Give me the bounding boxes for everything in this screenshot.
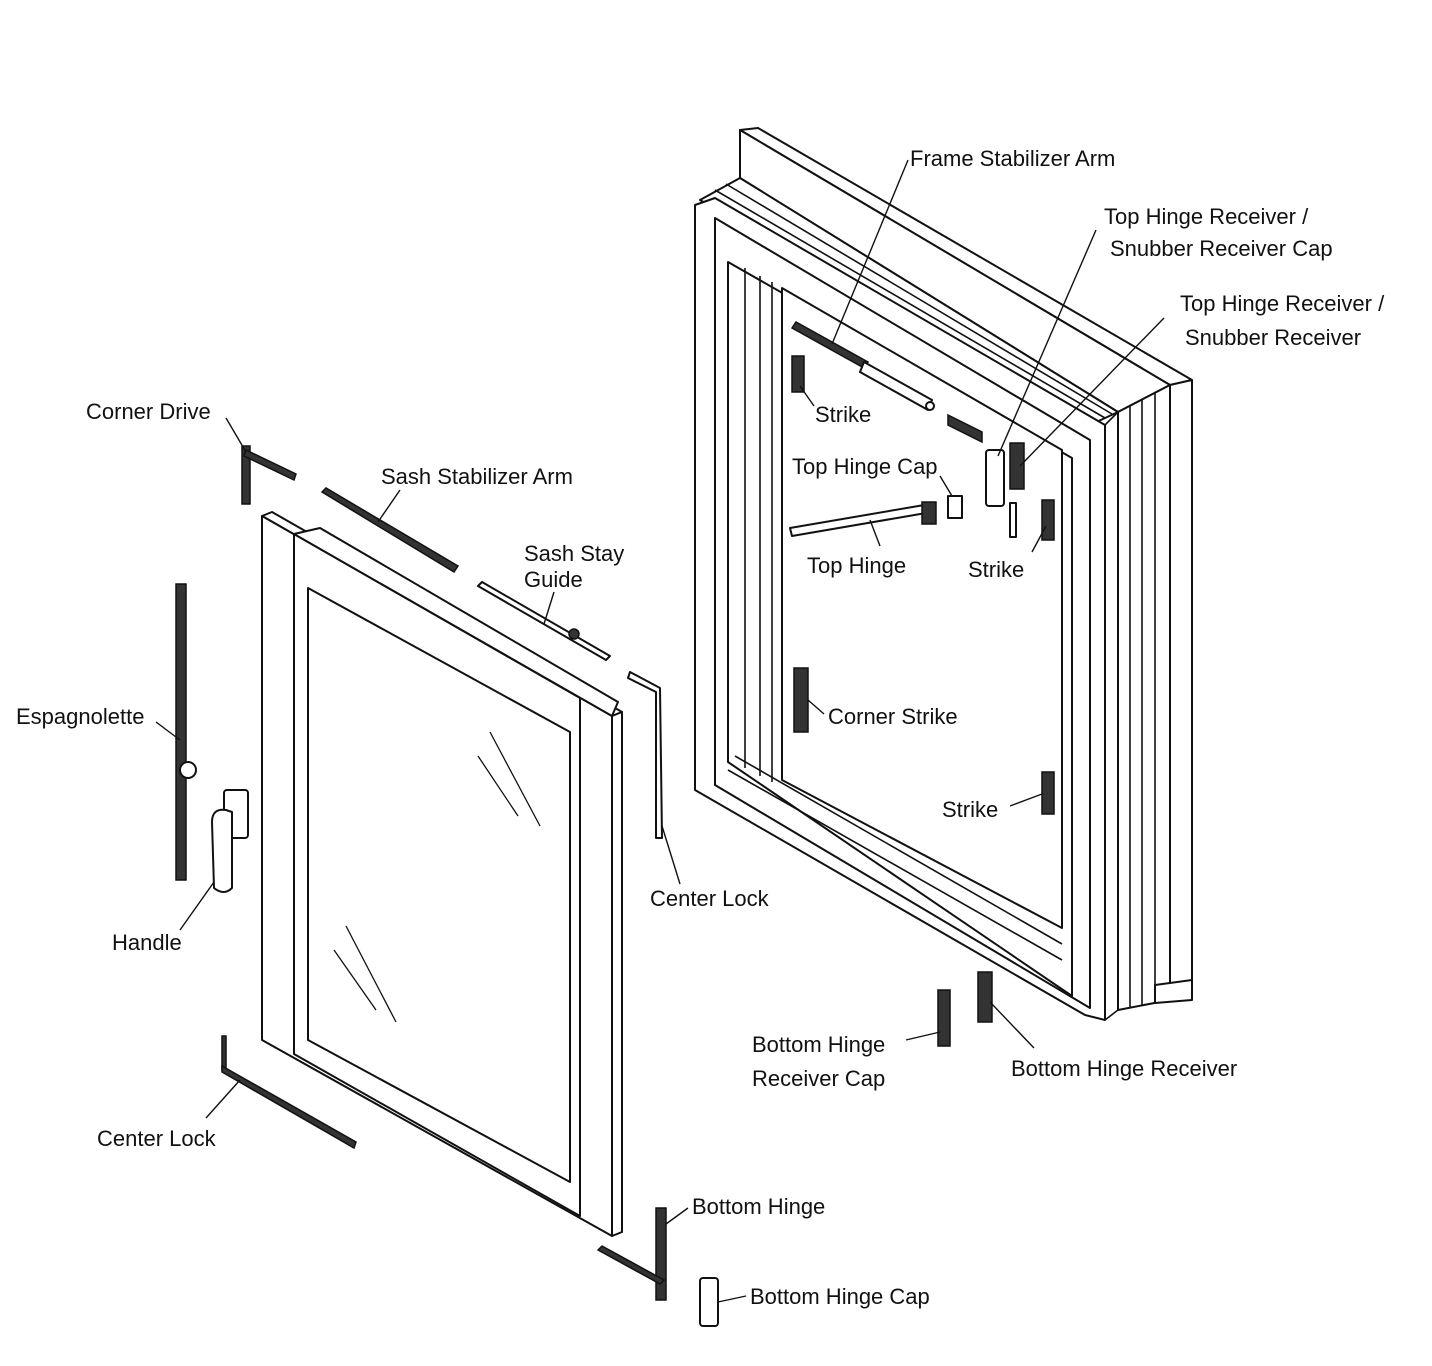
leader-bottom-hinge-receiver xyxy=(989,1001,1035,1049)
leader-top-hinge-receiver xyxy=(1019,317,1165,467)
top-hinge-receiver-small xyxy=(947,413,983,444)
leader-corner-drive xyxy=(225,417,247,453)
leader-top-hinge-cap xyxy=(939,475,953,497)
label-strike-lower: Strike xyxy=(942,797,998,822)
label-strike-right: Strike xyxy=(968,557,1024,582)
leader-sash-stabilizer-arm xyxy=(377,489,401,523)
label-bottom-hinge-receiver: Bottom Hinge Receiver xyxy=(1011,1056,1237,1081)
label-top-hinge: Top Hinge xyxy=(807,553,906,578)
leader-strike-right xyxy=(1031,525,1047,553)
center-lock-left xyxy=(221,1035,357,1150)
label-corner-drive: Corner Drive xyxy=(86,399,211,424)
top-hinge xyxy=(789,501,937,537)
label-top-hinge-receiver-cap-line1: Top Hinge Receiver / xyxy=(1104,204,1309,229)
leader-espagnolette xyxy=(155,721,181,741)
label-top-hinge-receiver-line2: Snubber Receiver xyxy=(1185,325,1361,350)
label-strike-top: Strike xyxy=(815,402,871,427)
window-sash xyxy=(261,511,623,1237)
label-handle: Handle xyxy=(112,930,182,955)
leader-bottom-hinge-cap xyxy=(717,1295,747,1303)
label-sash-stay-guide-line2: Guide xyxy=(524,567,583,592)
bottom-hinge-cap xyxy=(699,1277,719,1327)
espagnolette xyxy=(175,583,197,881)
leader-frame-stabilizer-arm xyxy=(831,159,909,345)
leader-corner-strike xyxy=(807,699,825,715)
sash-stay-guide xyxy=(477,581,611,661)
label-frame-stabilizer-arm: Frame Stabilizer Arm xyxy=(910,146,1115,171)
bottom-hinge-receiver-cap xyxy=(937,989,951,1047)
corner-strike xyxy=(793,667,809,733)
leader-strike-top xyxy=(799,385,815,407)
label-sash-stabilizer-arm: Sash Stabilizer Arm xyxy=(381,464,573,489)
sash-stabilizer-arm xyxy=(320,487,460,574)
window-frame xyxy=(694,127,1193,1021)
label-center-lock-right: Center Lock xyxy=(650,886,770,911)
label-top-hinge-receiver-cap-line2: Snubber Receiver Cap xyxy=(1110,236,1333,261)
label-top-hinge-receiver-line1: Top Hinge Receiver / xyxy=(1180,291,1385,316)
strike-lower xyxy=(1041,771,1055,815)
label-bottom-hinge-receiver-cap-line2: Receiver Cap xyxy=(752,1066,885,1091)
frame-stabilizer-arm xyxy=(790,321,935,411)
label-sash-stay-guide-line1: Sash Stay xyxy=(524,541,624,566)
top-hinge-receiver-cap xyxy=(985,449,1005,507)
leader-strike-lower xyxy=(1009,793,1043,807)
label-espagnolette: Espagnolette xyxy=(16,704,144,729)
leader-handle xyxy=(179,881,215,931)
center-lock-right xyxy=(627,671,663,839)
bottom-hinge xyxy=(596,1207,667,1301)
leader-center-lock-left xyxy=(205,1079,241,1119)
strike-right xyxy=(1009,499,1055,541)
leader-sash-stay-guide xyxy=(543,591,555,625)
label-top-hinge-cap: Top Hinge Cap xyxy=(792,454,938,479)
label-bottom-hinge: Bottom Hinge xyxy=(692,1194,825,1219)
strike-top xyxy=(791,355,805,393)
bottom-hinge-receiver xyxy=(977,971,993,1023)
leader-bottom-hinge-receiver-cap xyxy=(905,1031,941,1041)
label-center-lock-left: Center Lock xyxy=(97,1126,217,1151)
leader-top-hinge xyxy=(869,519,881,547)
label-corner-strike: Corner Strike xyxy=(828,704,958,729)
leader-bottom-hinge xyxy=(665,1207,689,1225)
leader-center-lock-right xyxy=(661,825,681,885)
corner-drive xyxy=(241,445,297,505)
label-bottom-hinge-receiver-cap-line1: Bottom Hinge xyxy=(752,1032,885,1057)
leader-top-hinge-receiver-cap xyxy=(997,229,1097,457)
label-bottom-hinge-cap: Bottom Hinge Cap xyxy=(750,1284,930,1309)
top-hinge-receiver xyxy=(1009,442,1025,490)
handle xyxy=(211,789,249,893)
top-hinge-cap xyxy=(947,495,963,519)
